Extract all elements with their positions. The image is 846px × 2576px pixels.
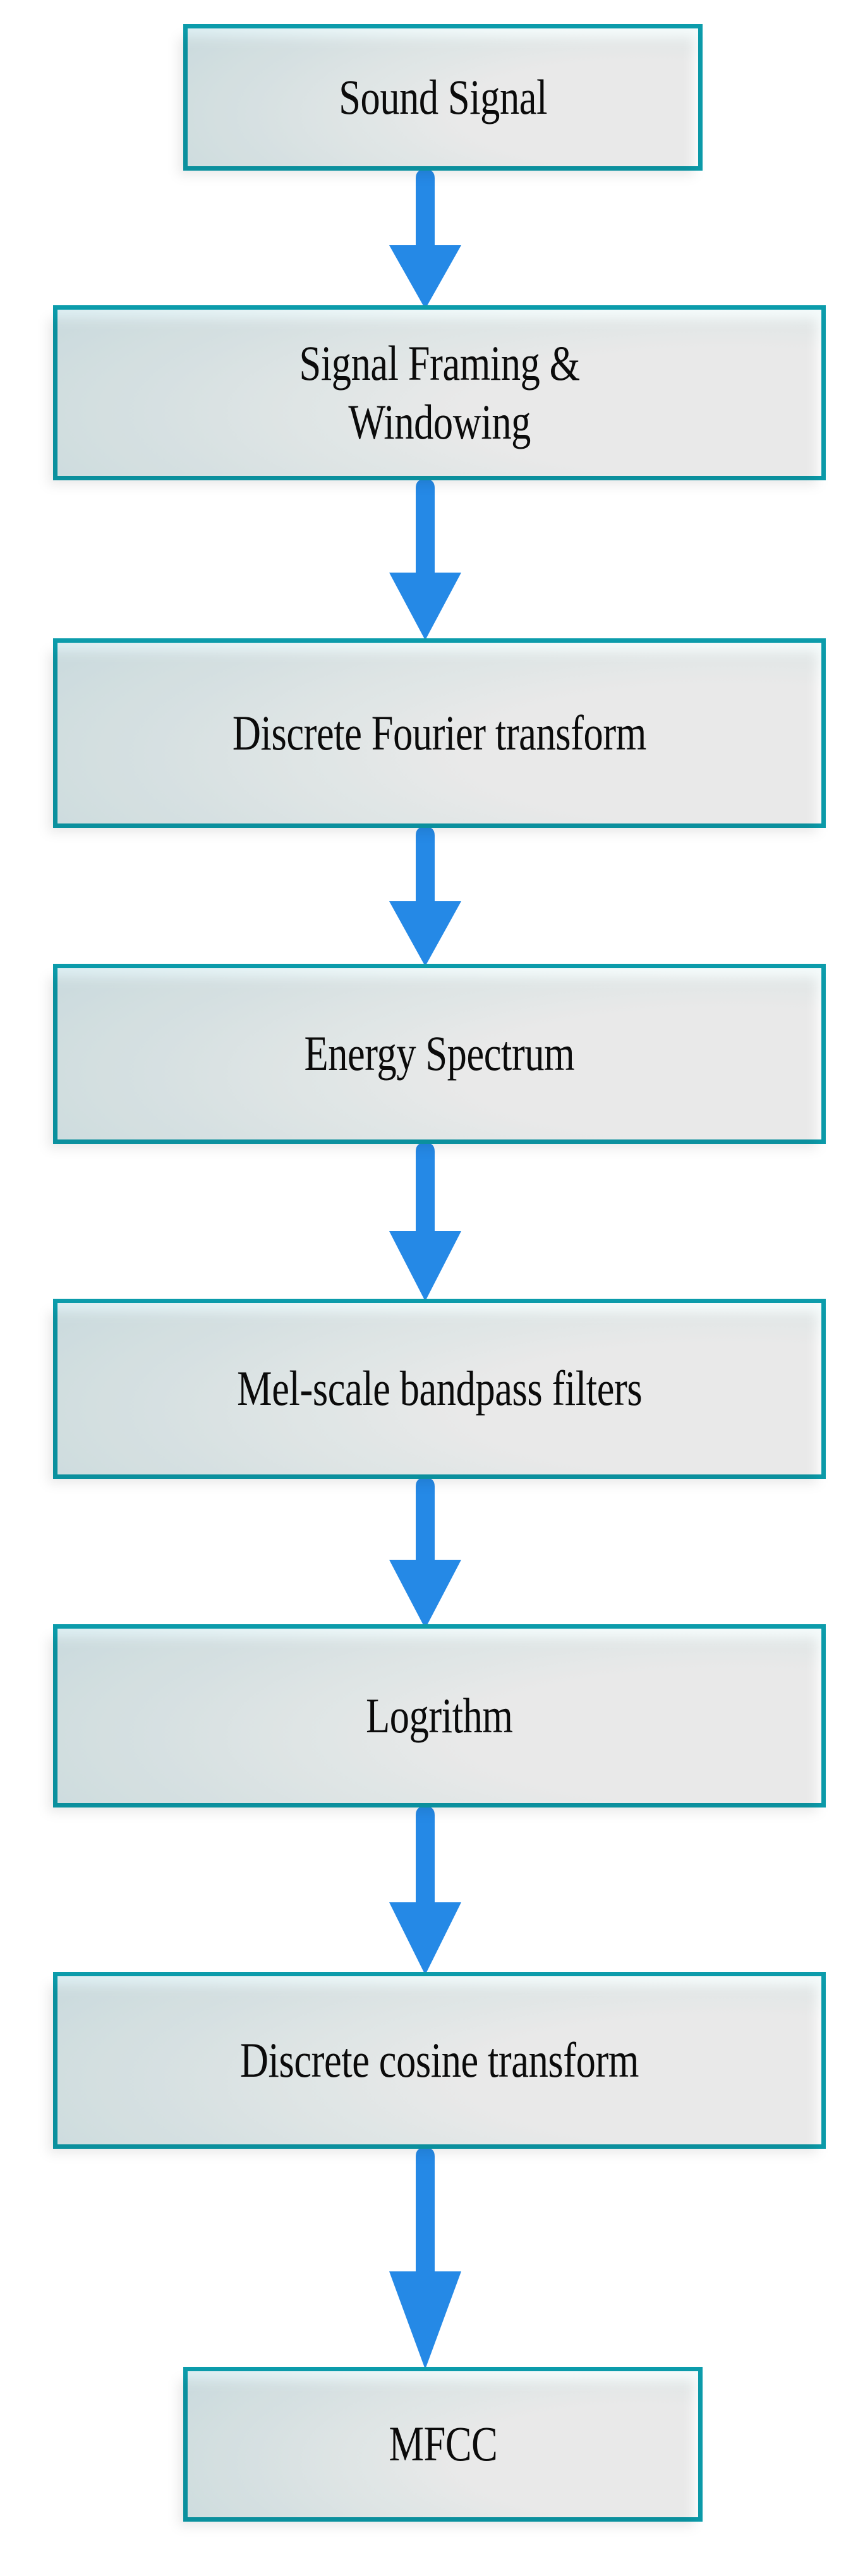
flow-node-dct[interactable]: Discrete cosine transform — [53, 1972, 826, 2149]
flow-node-label: Signal Framing & Windowing — [299, 336, 580, 449]
flow-node-mfcc[interactable]: MFCC — [183, 2367, 703, 2522]
flow-node-dft[interactable]: Discrete Fourier transform — [53, 638, 826, 828]
flow-node-mel-filters[interactable]: Mel-scale bandpass filters — [53, 1299, 826, 1479]
flow-arrow-4 — [387, 1143, 464, 1302]
flow-node-energy-spectrum[interactable]: Energy Spectrum — [53, 964, 826, 1144]
flow-node-logrithm[interactable]: Logrithm — [53, 1624, 826, 1807]
flow-node-label: MFCC — [389, 2416, 497, 2472]
flow-arrow-5 — [387, 1478, 464, 1629]
flow-arrow-2 — [387, 479, 464, 641]
flow-arrow-6 — [387, 1806, 464, 1976]
flow-node-sound-signal[interactable]: Sound Signal — [183, 24, 703, 171]
flow-node-framing-windowing[interactable]: Signal Framing & Windowing — [53, 305, 826, 480]
flow-node-label: Discrete Fourier transform — [232, 705, 646, 760]
flow-arrow-7 — [387, 2148, 464, 2370]
flow-arrow-1 — [387, 169, 464, 310]
flow-node-label: Energy Spectrum — [304, 1026, 575, 1081]
flow-node-label: Discrete cosine transform — [239, 2032, 639, 2087]
flow-node-label: Mel-scale bandpass filters — [236, 1361, 643, 1416]
flow-node-label: Sound Signal — [339, 69, 547, 125]
flow-arrow-3 — [387, 827, 464, 967]
flow-node-label: Logrithm — [366, 1687, 513, 1743]
